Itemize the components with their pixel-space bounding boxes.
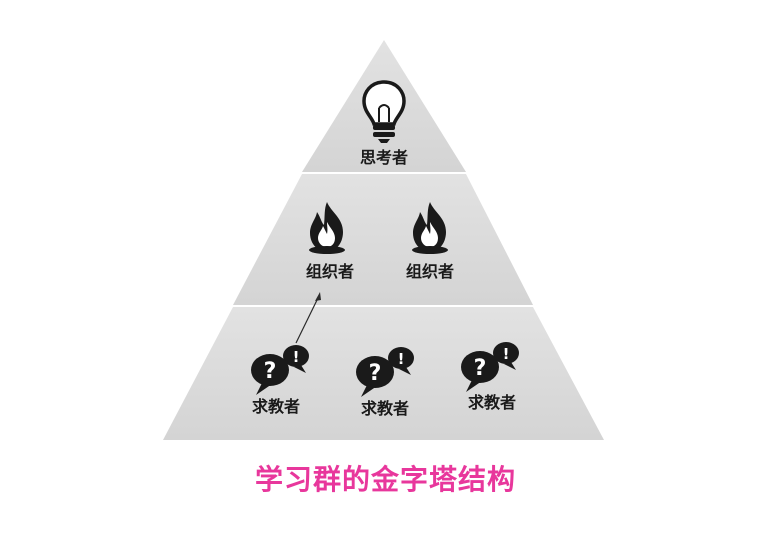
node-label-learner: 求教者 [361, 399, 409, 418]
question-speech-bubbles-icon: ! ? [251, 345, 309, 395]
promotion-arrow [295, 292, 321, 344]
lightbulb-icon [362, 80, 406, 143]
node-label-organizer: 组织者 [406, 262, 454, 281]
question-speech-bubbles-icon: ! ? [461, 342, 519, 392]
diagram-caption: 学习群的金字塔结构 [254, 463, 516, 496]
node-label-thinker: 思考者 [360, 148, 408, 167]
svg-text:!: ! [293, 348, 300, 366]
node-label-learner: 求教者 [252, 397, 300, 416]
svg-text:!: ! [398, 350, 405, 368]
node-label-organizer: 组织者 [306, 262, 354, 281]
svg-text:!: ! [503, 345, 510, 363]
flame-icon [412, 202, 448, 254]
svg-text:?: ? [369, 361, 382, 386]
flame-icon [309, 202, 345, 254]
question-speech-bubbles-icon: ! ? [356, 347, 414, 397]
svg-text:?: ? [264, 359, 277, 384]
svg-text:?: ? [474, 356, 487, 381]
node-label-learner: 求教者 [468, 393, 516, 412]
pyramid-tier-middle [233, 174, 533, 305]
